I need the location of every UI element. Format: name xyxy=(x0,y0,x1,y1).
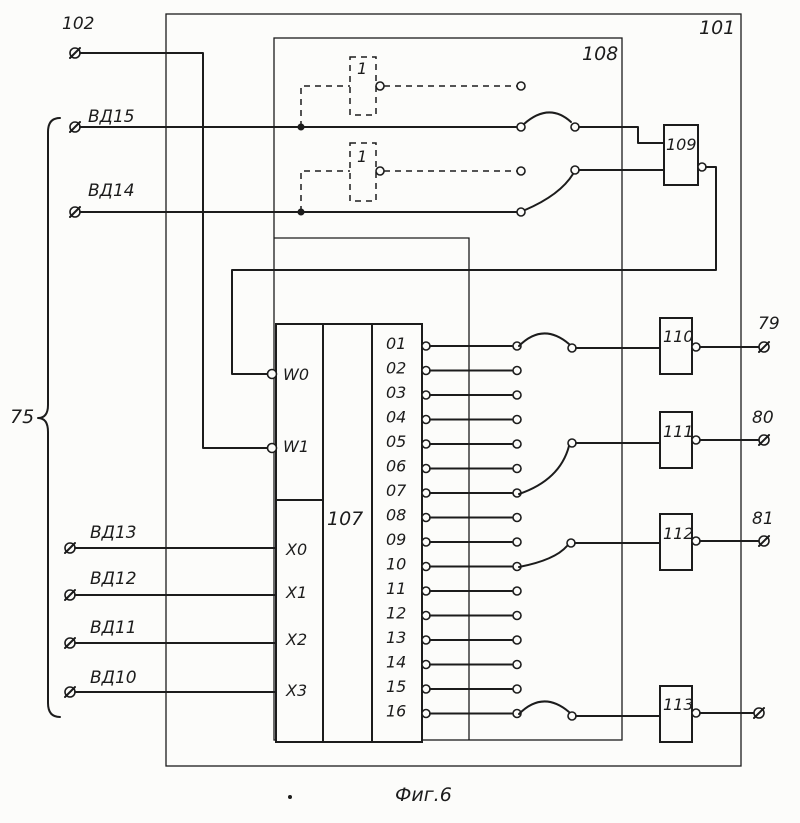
terminal-79 xyxy=(759,342,769,352)
decoder-output-pin xyxy=(422,538,430,546)
terminal-102 xyxy=(70,48,80,58)
terminal-vd13-label: ВД13 xyxy=(90,523,137,543)
decoder-output-pin xyxy=(422,489,430,497)
decoder-output-label: 02 xyxy=(386,359,406,378)
terminal-80-label: 80 xyxy=(752,408,774,428)
terminal-vd14-label: ВД14 xyxy=(88,181,135,201)
decoder-output-label: 05 xyxy=(386,432,406,451)
decoder-output-label: 09 xyxy=(386,530,406,549)
decoder-output-label: 13 xyxy=(386,628,406,647)
decoder-output-pin xyxy=(422,685,430,693)
decoder-output-label: 07 xyxy=(386,481,407,500)
block-107-label: 107 xyxy=(327,508,363,530)
switch-arc-vd14 xyxy=(525,174,573,210)
decoder-output-label: 14 xyxy=(386,653,406,672)
output-contact xyxy=(513,587,521,595)
output-contact xyxy=(513,367,521,375)
inverter-1-lower-label: 1 xyxy=(357,147,367,166)
gate-112-label: 112 xyxy=(663,524,694,543)
decoder-output-pin xyxy=(422,342,430,350)
decoder-input-x0: X0 xyxy=(285,540,307,559)
decoder-output-pin xyxy=(422,587,430,595)
decoder-output-pin xyxy=(422,391,430,399)
block-108-label: 108 xyxy=(582,43,618,65)
pin-w0 xyxy=(268,370,277,379)
output-contact xyxy=(513,391,521,399)
terminal-out-4 xyxy=(754,708,764,718)
decoder-input-w1: W1 xyxy=(283,437,309,456)
switch-arc-16 xyxy=(519,701,569,714)
decoder-input-x3: X3 xyxy=(285,681,307,700)
gate-110-label: 110 xyxy=(663,327,694,346)
terminal-vd12 xyxy=(65,590,75,600)
decoder-output-pin xyxy=(422,514,430,522)
terminal-81-label: 81 xyxy=(752,509,774,529)
dashed-link-lower xyxy=(301,171,350,212)
decoder-output-pin xyxy=(422,367,430,375)
terminal-vd15-label: ВД15 xyxy=(88,107,135,127)
terminal-vd10-label: ВД10 xyxy=(90,668,137,688)
gate-111-label: 111 xyxy=(663,422,694,441)
decoder-output-label: 04 xyxy=(386,408,406,427)
gate-109-label: 109 xyxy=(666,135,697,154)
contact-vd14 xyxy=(517,208,525,216)
switch-arc-01 xyxy=(519,333,569,346)
decoder-output-pin xyxy=(422,465,430,473)
terminal-80 xyxy=(759,435,769,445)
decoder-output-pin xyxy=(422,563,430,571)
terminal-102-label: 102 xyxy=(62,14,94,34)
figure-caption: Фиг.6 xyxy=(395,784,452,806)
terminal-vd13 xyxy=(65,543,75,553)
decoder-output-label: 11 xyxy=(386,579,406,598)
decoder-output-pin xyxy=(422,636,430,644)
terminal-79-label: 79 xyxy=(758,314,780,334)
output-contact xyxy=(513,636,521,644)
decoder-output-pin xyxy=(422,661,430,669)
output-contact xyxy=(513,685,521,693)
terminal-vd10 xyxy=(65,687,75,697)
terminal-vd11 xyxy=(65,638,75,648)
decoder-output-label: 15 xyxy=(386,677,406,696)
pin-w1 xyxy=(268,444,277,453)
decoder-input-w0: W0 xyxy=(283,365,309,384)
decoder-output-pin xyxy=(422,416,430,424)
decoder-output-label: 16 xyxy=(386,702,406,721)
terminal-vd15 xyxy=(70,122,80,132)
terminal-vd11-label: ВД11 xyxy=(90,618,137,638)
group-brace-label: 75 xyxy=(10,406,34,428)
switch-arc-vd15 xyxy=(524,112,571,124)
terminal-81 xyxy=(759,536,769,546)
decoder-output-label: 06 xyxy=(386,457,406,476)
decoder-output-pin xyxy=(422,710,430,718)
output-contact xyxy=(513,416,521,424)
group-brace xyxy=(38,118,60,717)
decoder-output-label: 08 xyxy=(386,506,406,525)
decoder-input-x2: X2 xyxy=(285,630,307,649)
decoder-output-label: 03 xyxy=(386,383,406,402)
decoder-output-label: 01 xyxy=(386,334,406,353)
output-contact xyxy=(513,465,521,473)
inverter-1-upper-label: 1 xyxy=(357,59,367,78)
output-contact xyxy=(513,661,521,669)
output-contact xyxy=(513,440,521,448)
block-101-label: 101 xyxy=(699,17,735,39)
decoder-output-label: 12 xyxy=(386,604,406,623)
switch-arc-07 xyxy=(519,446,569,494)
terminal-vd14 xyxy=(70,207,80,217)
terminal-vd12-label: ВД12 xyxy=(90,569,137,589)
output-contact xyxy=(513,538,521,546)
decoder-output-pin xyxy=(422,440,430,448)
decoder-output-label: 10 xyxy=(386,555,406,574)
decoder-output-pin xyxy=(422,612,430,620)
gate-109 xyxy=(664,125,698,185)
switch-arc-10 xyxy=(519,546,567,567)
dashed-link-upper xyxy=(301,86,350,127)
output-contact xyxy=(513,612,521,620)
gate-113-label: 113 xyxy=(663,695,694,714)
decoder-input-x1: X1 xyxy=(285,583,307,602)
output-contact xyxy=(513,514,521,522)
